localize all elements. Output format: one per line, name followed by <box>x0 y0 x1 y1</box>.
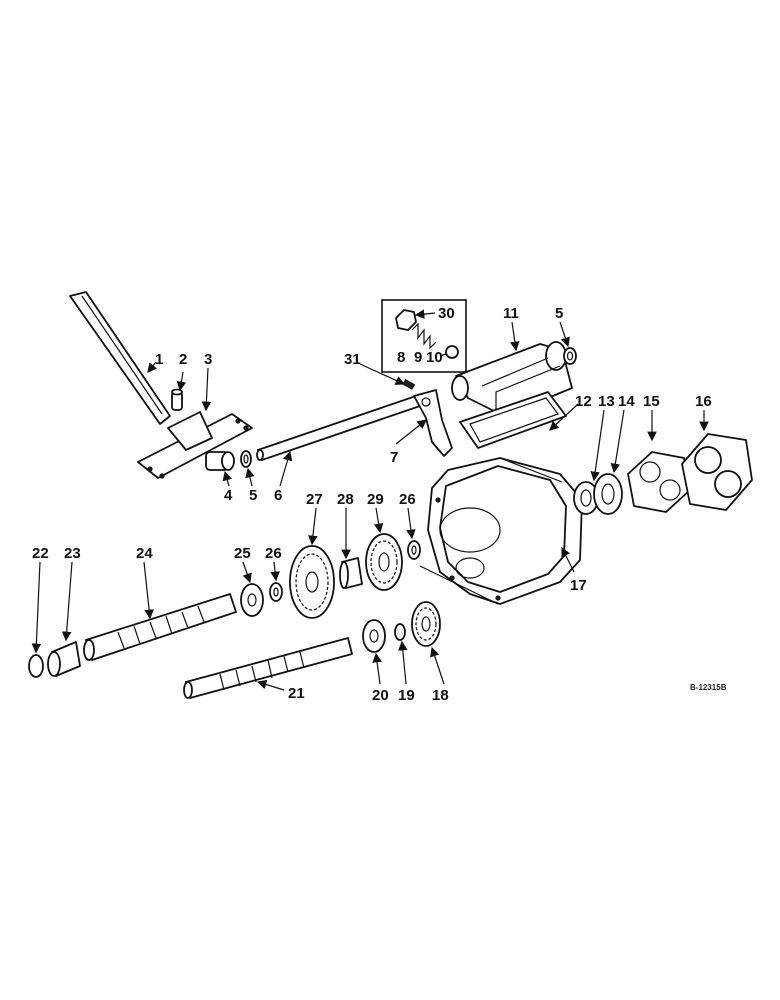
callout-8: 8 <box>397 349 405 366</box>
part-31-set-screw <box>402 378 416 390</box>
callout-5a: 5 <box>249 487 257 504</box>
part-24-countershaft <box>83 593 237 661</box>
callout-11: 11 <box>503 305 519 322</box>
part-16-end-plate <box>681 433 753 511</box>
part-5-washer-right <box>563 347 577 365</box>
figure-code: B-12315B <box>690 683 727 692</box>
part-25-washer <box>240 583 264 617</box>
callout-20: 20 <box>372 687 389 704</box>
part-20-washer <box>362 619 386 653</box>
callout-28: 28 <box>337 491 354 508</box>
leader-lines <box>31 309 709 691</box>
part-4-hub <box>205 451 235 471</box>
callout-10: 10 <box>426 349 443 366</box>
part-30-plug <box>395 309 417 331</box>
part-29-gear <box>365 533 403 591</box>
part-1-shift-lever <box>69 291 171 425</box>
callout-2: 2 <box>179 351 187 368</box>
part-10-ball <box>445 345 459 359</box>
part-17-transmission-case <box>419 457 583 605</box>
callout-3: 3 <box>204 351 212 368</box>
part-22-snap-ring <box>28 654 44 678</box>
callout-9: 9 <box>414 349 422 366</box>
part-15-gasket <box>627 451 691 513</box>
part-19-snap-ring <box>394 623 406 641</box>
part-23-sleeve <box>47 641 81 677</box>
part-27-large-gear <box>289 545 335 619</box>
callout-19: 19 <box>398 687 415 704</box>
callout-5b: 5 <box>555 305 563 322</box>
callout-1: 1 <box>155 351 163 368</box>
part-3-mounting-plate <box>137 411 253 479</box>
part-9-spring <box>411 322 437 350</box>
callout-15: 15 <box>643 393 660 410</box>
callout-21: 21 <box>288 685 305 702</box>
part-12-cover-gasket <box>459 391 567 449</box>
callout-25: 25 <box>234 545 251 562</box>
part-18-sliding-gear <box>411 601 441 647</box>
part-28-bushing <box>339 557 363 589</box>
part-14-bearing <box>593 473 623 515</box>
callout-18: 18 <box>432 687 449 704</box>
callout-31: 31 <box>344 351 361 368</box>
callout-26a: 26 <box>265 545 282 562</box>
callout-17: 17 <box>570 577 587 594</box>
callout-27: 27 <box>306 491 323 508</box>
callout-22: 22 <box>32 545 49 562</box>
callout-13: 13 <box>598 393 615 410</box>
part-7-shifter-fork <box>413 389 453 457</box>
callout-4: 4 <box>224 487 233 504</box>
part-2-pin <box>171 388 183 411</box>
part-26-spacer-right <box>407 540 421 560</box>
callout-labels: 1 2 3 4 5 6 7 31 30 8 9 10 11 5 12 13 14… <box>32 305 712 704</box>
callout-12: 12 <box>575 393 592 410</box>
part-26-spacer-left <box>269 582 283 602</box>
callout-23: 23 <box>64 545 81 562</box>
part-5-washer-left <box>240 450 252 468</box>
callout-26b: 26 <box>399 491 416 508</box>
part-21-mainshaft <box>183 637 353 699</box>
callout-7: 7 <box>390 449 398 466</box>
callout-16: 16 <box>695 393 712 410</box>
callout-30: 30 <box>438 305 455 322</box>
callout-14: 14 <box>618 393 635 410</box>
callout-29: 29 <box>367 491 384 508</box>
callout-6: 6 <box>274 487 282 504</box>
callout-24: 24 <box>136 545 153 562</box>
